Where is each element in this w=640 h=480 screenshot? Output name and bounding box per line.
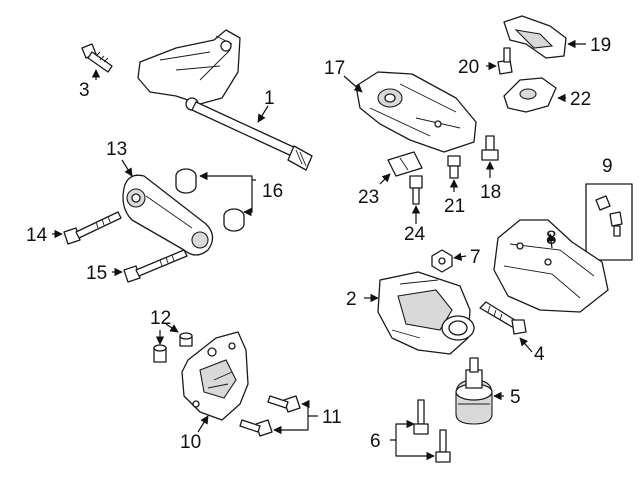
part-14-bolt[interactable] [63, 211, 122, 245]
callout-5: 5 [510, 387, 521, 408]
part-24-bolt[interactable] [409, 175, 423, 205]
part-4-bolt[interactable] [479, 301, 527, 335]
part-8-heat-shield[interactable] [493, 219, 609, 313]
callout-17: 17 [324, 58, 345, 79]
callout-15: 15 [86, 263, 107, 284]
callout-8: 8 [546, 228, 557, 249]
callout-7: 7 [470, 247, 481, 268]
callout-24: 24 [404, 224, 426, 245]
callout-19: 19 [590, 35, 611, 56]
part-15-bolt[interactable] [123, 249, 188, 283]
part-20-bolt[interactable] [497, 47, 513, 75]
part-3-bolt[interactable] [81, 43, 113, 73]
part-6-bolts[interactable] [413, 399, 451, 463]
callout-3: 3 [79, 80, 90, 101]
callout-21: 21 [444, 196, 465, 217]
part-9-bolt-kit[interactable] [585, 183, 633, 261]
callout-20: 20 [458, 57, 479, 78]
callout-12: 12 [150, 308, 171, 329]
callout-labels: 1 2 3 4 5 6 7 8 9 10 11 12 13 14 15 16 1… [26, 35, 613, 453]
callout-10: 10 [180, 432, 201, 453]
callout-13: 13 [106, 139, 127, 160]
part-22-pad[interactable] [503, 77, 557, 113]
callout-9: 9 [602, 156, 613, 177]
part-18-bolt[interactable] [481, 135, 499, 161]
callout-4: 4 [534, 344, 545, 365]
part-10-bracket[interactable] [181, 331, 249, 421]
callout-23: 23 [358, 187, 379, 208]
part-21-stud[interactable] [447, 155, 461, 179]
part-12-pins[interactable] [153, 332, 193, 363]
callout-18: 18 [480, 182, 501, 203]
part-11-bolts[interactable] [239, 395, 301, 437]
callout-1: 1 [264, 88, 275, 109]
part-13-torque-strut[interactable] [122, 174, 214, 256]
leader-lines [52, 39, 586, 461]
part-17-crossmember[interactable] [355, 71, 477, 153]
part-7-nut[interactable] [431, 249, 453, 273]
part-19-bracket[interactable] [503, 15, 567, 59]
part-23-clip[interactable] [387, 151, 423, 177]
part-5-engine-mount[interactable] [455, 357, 493, 425]
callout-14: 14 [26, 225, 48, 246]
callout-2: 2 [346, 289, 357, 310]
callout-6: 6 [370, 431, 381, 452]
part-2-transmission-bracket[interactable] [377, 271, 475, 355]
callout-16: 16 [262, 181, 283, 202]
callout-22: 22 [570, 89, 591, 110]
callout-11: 11 [322, 407, 342, 428]
part-1-axle-shaft[interactable] [137, 29, 313, 171]
